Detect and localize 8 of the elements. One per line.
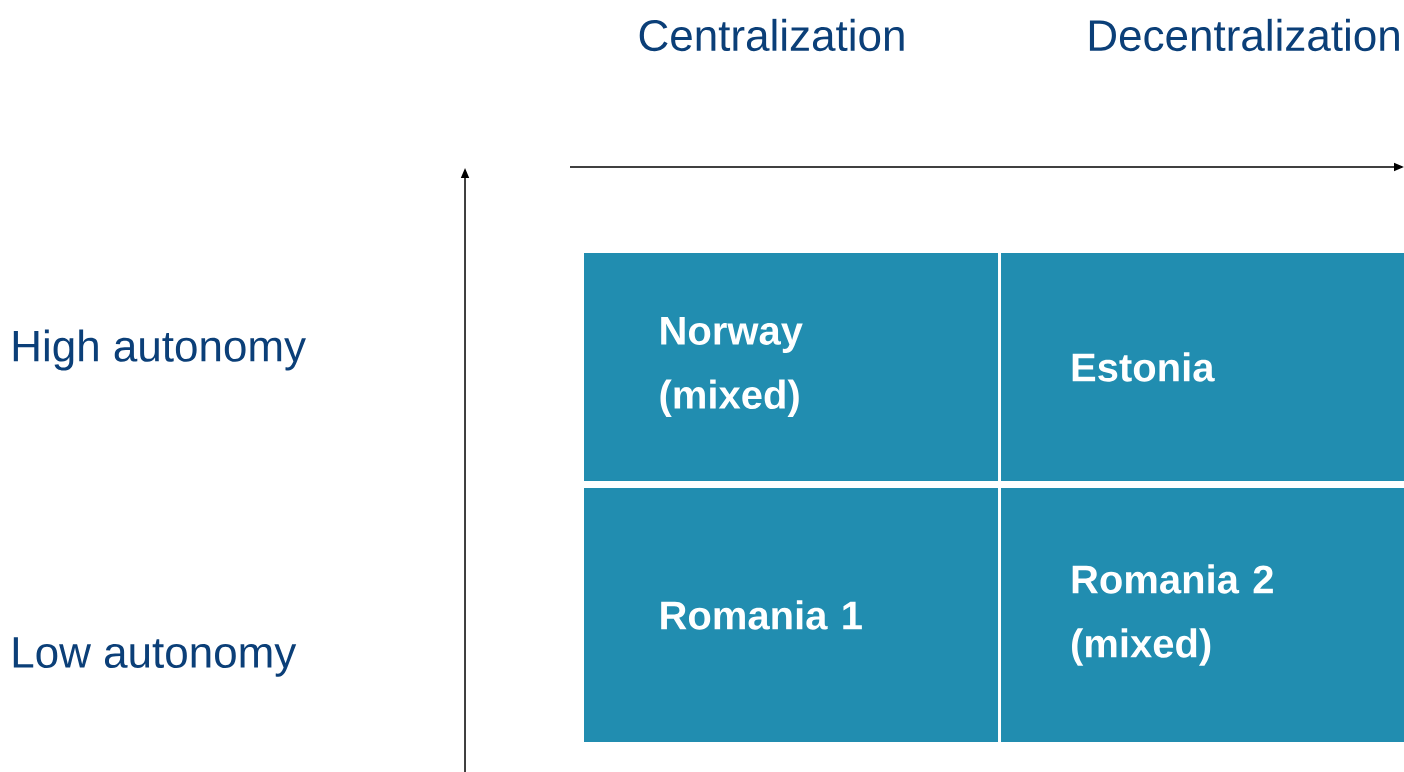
axis-label: Decentralization — [1089, 18, 1399, 52]
quadrant-box: Estonia — [1001, 253, 1404, 481]
axis-label: Centralization — [639, 18, 904, 52]
quadrant-box: Norway (mixed) — [584, 253, 998, 481]
quadrant-box: Romania 1 — [584, 488, 998, 742]
axis-label: Low autonomy — [13, 637, 297, 677]
axis-label: High autonomy — [13, 329, 306, 371]
quadrant-box: Romania 2 (mixed) — [1001, 488, 1404, 742]
